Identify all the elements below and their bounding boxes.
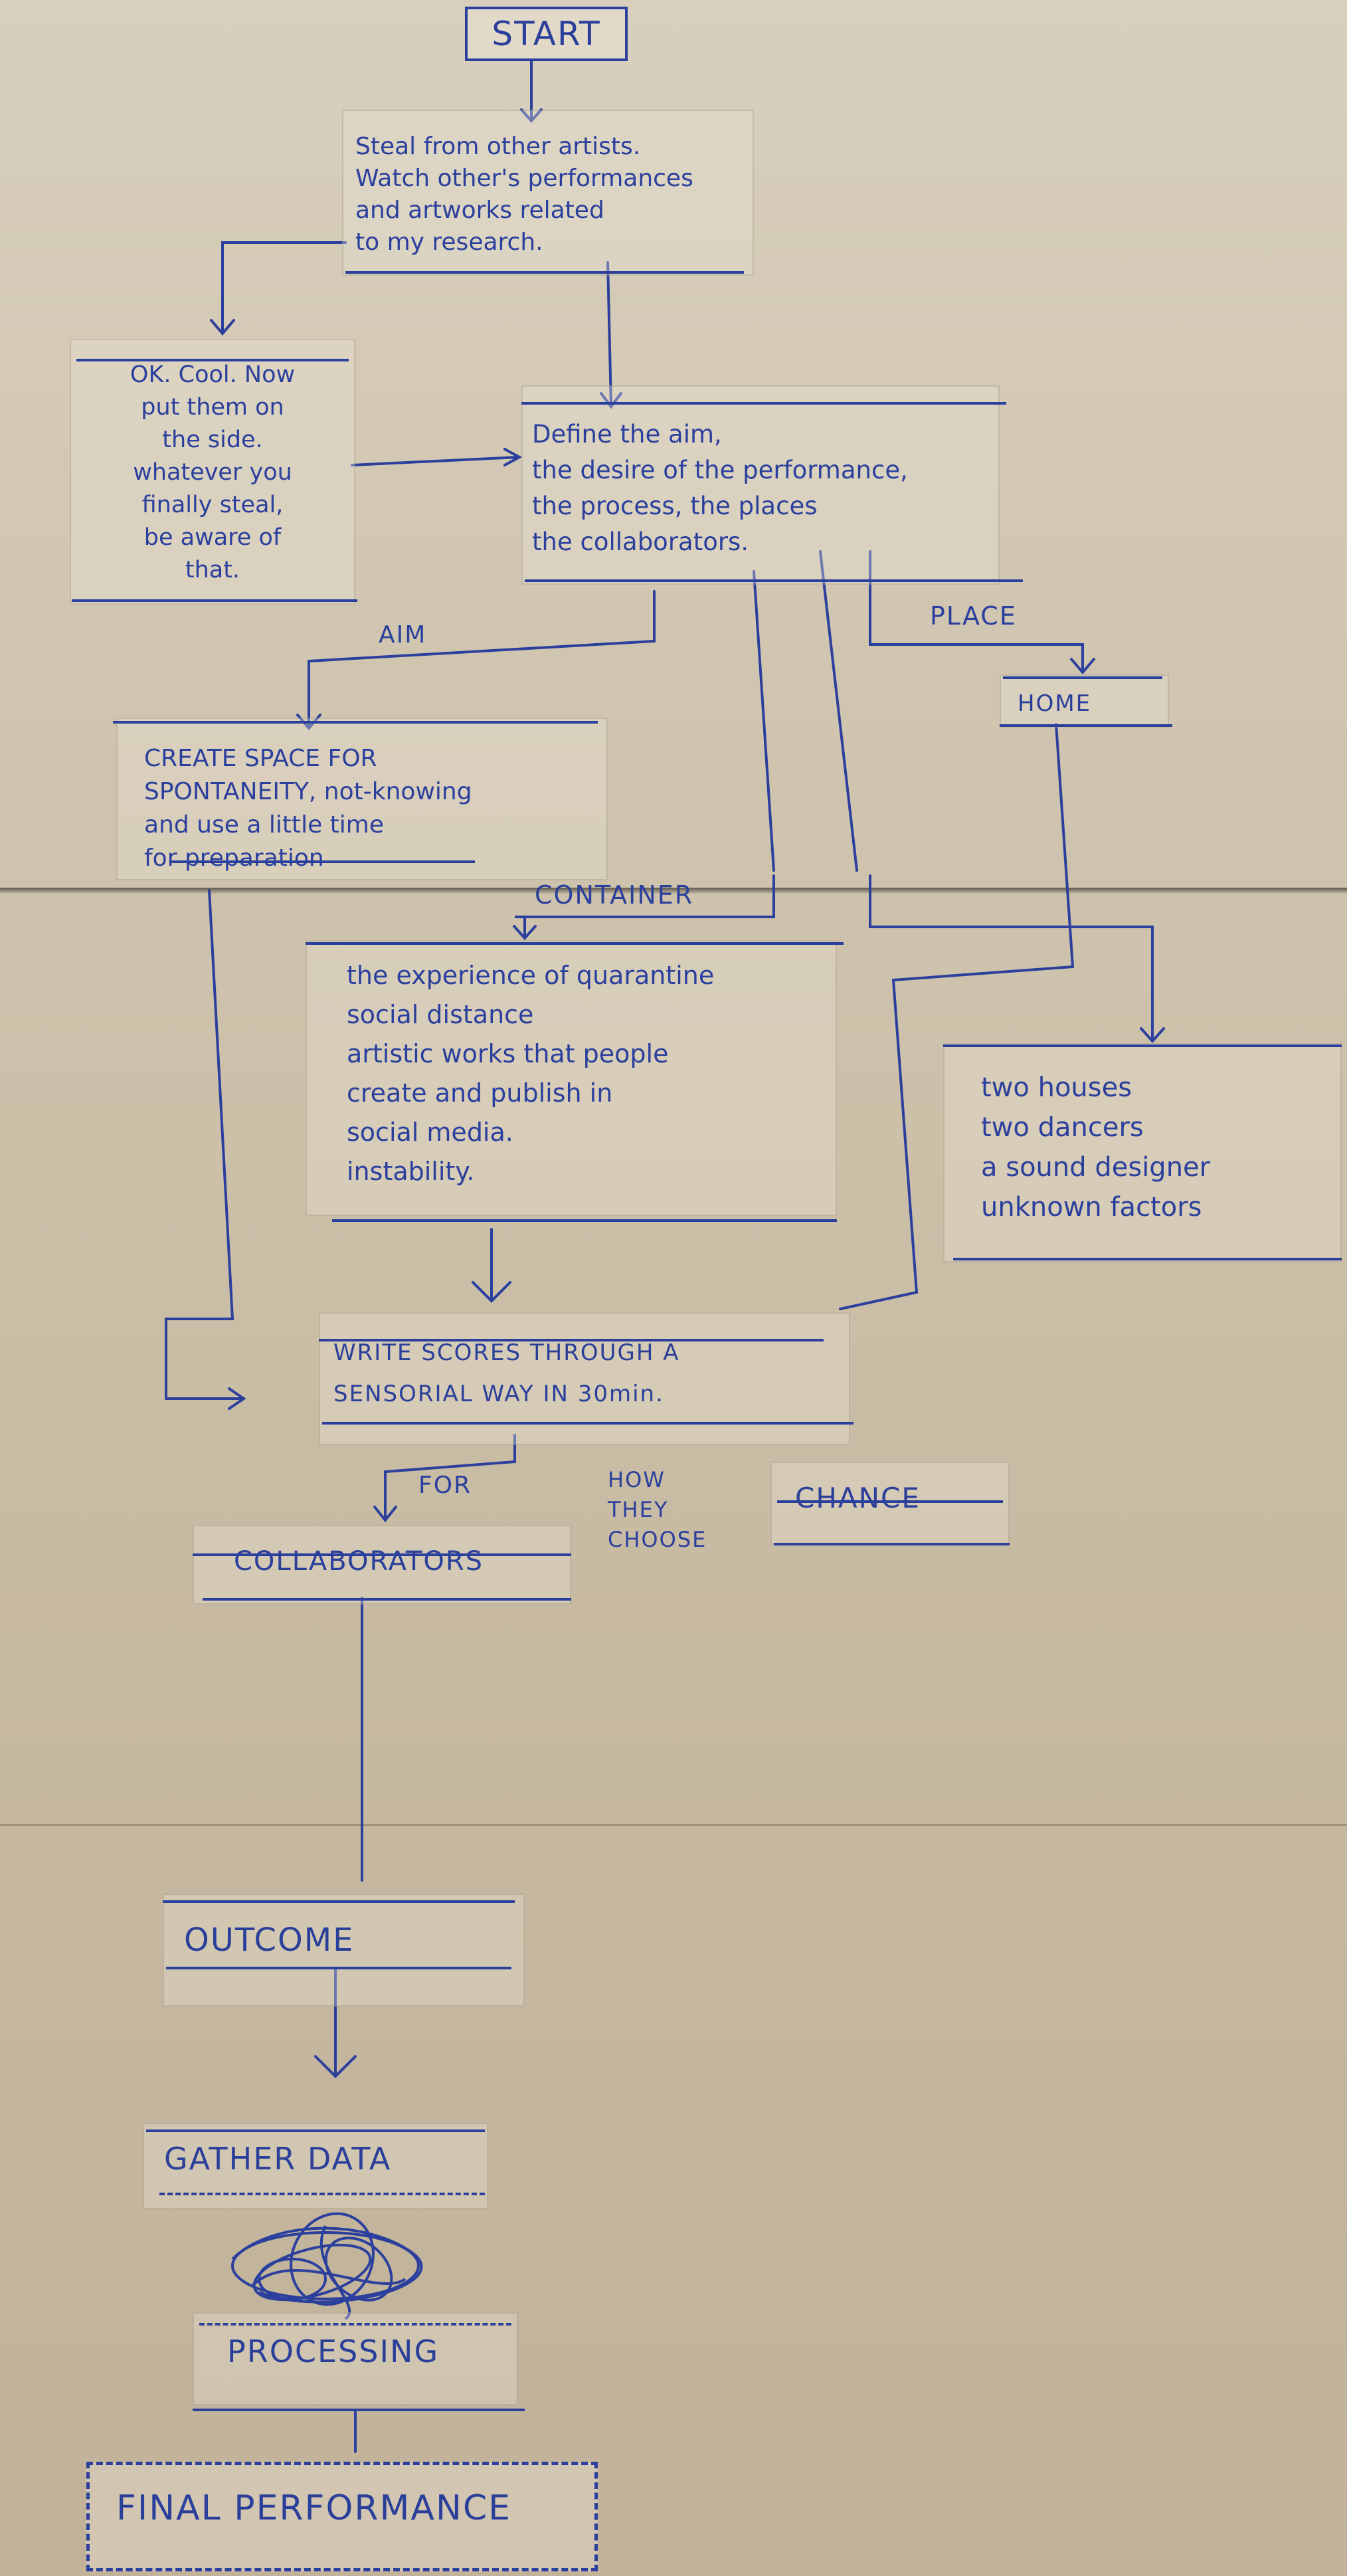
arrowhead-homebox bbox=[1140, 1027, 1165, 1043]
collaborators-top-line bbox=[193, 1553, 571, 1556]
home-details-box: two houses two dancers a sound designer … bbox=[943, 1043, 1342, 1262]
outcome-top-line bbox=[163, 1900, 515, 1903]
outcome-text: OUTCOME bbox=[184, 1922, 355, 1959]
arrowhead-home bbox=[1070, 658, 1095, 675]
line-define-down-1 bbox=[753, 570, 775, 872]
steal-box: Steal from other artists. Watch other's … bbox=[342, 110, 754, 276]
arrowhead-aim bbox=[296, 714, 321, 731]
aim-box-text: CREATE SPACE FOR SPONTANEITY, not-knowin… bbox=[144, 745, 472, 872]
arrow-aim-to-scores bbox=[165, 889, 244, 1400]
chance-bottom-line bbox=[774, 1543, 1010, 1545]
define-text: Define the aim, the desire of the perfor… bbox=[532, 420, 908, 556]
home-bottom-line bbox=[1000, 724, 1172, 727]
scribble-icon bbox=[231, 2212, 423, 2320]
outcome-bottom-line bbox=[166, 1967, 511, 1969]
home-box: HOME bbox=[1000, 674, 1169, 728]
arrow-define-to-aim bbox=[308, 590, 656, 729]
okcool-text: OK. Cool. Now put them on the side. what… bbox=[130, 361, 296, 583]
home-top-line bbox=[1003, 676, 1162, 679]
arrow-okcool-to-define bbox=[351, 456, 519, 466]
define-top-line bbox=[521, 402, 1006, 405]
final-performance-text: FINAL PERFORMANCE bbox=[116, 2488, 512, 2528]
outcome-box: OUTCOME bbox=[163, 1894, 525, 2007]
processing-top-line bbox=[199, 2323, 511, 2326]
container-bottom-line bbox=[332, 1219, 837, 1222]
processing-box: PROCESSING bbox=[193, 2312, 518, 2405]
line-home-to-scores bbox=[839, 965, 1074, 1310]
scores-box: WRITE SCORES THROUGH A SENSORIAL WAY IN … bbox=[319, 1312, 850, 1445]
scores-text: WRITE SCORES THROUGH A SENSORIAL WAY IN … bbox=[333, 1339, 680, 1407]
gather-box: GATHER DATA bbox=[143, 2123, 488, 2209]
scores-bottom-line bbox=[322, 1422, 853, 1425]
arrowhead-container bbox=[513, 925, 537, 941]
collaborators-text: COLLABORATORS bbox=[234, 1546, 484, 1577]
start-box: START bbox=[465, 7, 628, 61]
chance-box: CHANCE bbox=[770, 1462, 1010, 1545]
arrow-steal-to-okcool bbox=[221, 241, 347, 334]
gather-top-line bbox=[146, 2130, 485, 2132]
arrowhead-gather bbox=[314, 2055, 357, 2078]
home-text: HOME bbox=[1018, 690, 1092, 717]
collaborators-bottom-line bbox=[203, 1598, 571, 1601]
arrowhead-collab bbox=[373, 1506, 397, 1523]
container-label: CONTAINER bbox=[535, 880, 694, 910]
arrow-to-homebox bbox=[869, 874, 1154, 1041]
processing-bottom-line bbox=[193, 2409, 525, 2411]
line-define-down-2 bbox=[819, 550, 858, 872]
container-box-text: the experience of quarantine social dist… bbox=[347, 961, 715, 1186]
gather-bottom-line bbox=[159, 2193, 485, 2195]
aim-box-bottom-line bbox=[169, 860, 475, 863]
okcool-top-line bbox=[76, 359, 349, 361]
arrowhead-define-side bbox=[503, 448, 523, 466]
arrowhead-steal bbox=[520, 108, 543, 124]
chance-top-line bbox=[777, 1500, 1003, 1503]
steal-underline bbox=[345, 271, 744, 274]
line-home-down bbox=[1055, 723, 1074, 968]
container-box: the experience of quarantine social dist… bbox=[306, 940, 837, 1216]
for-label: FOR bbox=[418, 1472, 472, 1499]
paper-fold-line bbox=[0, 1824, 1347, 1826]
arrow-scores-to-collab bbox=[384, 1434, 516, 1520]
steal-text: Steal from other artists. Watch other's … bbox=[355, 133, 693, 256]
arrowhead-define bbox=[600, 392, 622, 409]
arrowhead-scores bbox=[472, 1281, 511, 1303]
final-performance-box: FINAL PERFORMANCE bbox=[86, 2462, 598, 2571]
arrow-define-to-home bbox=[869, 550, 1084, 672]
home-details-bottom-line bbox=[953, 1258, 1342, 1260]
container-label-underline bbox=[515, 916, 774, 918]
gather-text: GATHER DATA bbox=[164, 2141, 392, 2177]
aim-box: CREATE SPACE FOR SPONTANEITY, not-knowin… bbox=[116, 718, 608, 880]
define-box: Define the aim, the desire of the perfor… bbox=[521, 385, 1000, 585]
start-label: START bbox=[492, 15, 601, 53]
okcool-bottom-line bbox=[72, 599, 357, 602]
collaborators-box: COLLABORATORS bbox=[193, 1525, 571, 1605]
how-choose-label: HOW THEY CHOOSE bbox=[608, 1467, 707, 1552]
home-details-top-line bbox=[943, 1044, 1342, 1047]
arrow-steal-to-define bbox=[606, 261, 612, 407]
container-top-line bbox=[306, 942, 844, 945]
aim-label: AIM bbox=[379, 621, 427, 648]
scores-top-line bbox=[319, 1339, 824, 1341]
okcool-box: OK. Cool. Now put them on the side. what… bbox=[70, 339, 355, 605]
paper-fold-shadow bbox=[0, 888, 1347, 894]
aim-box-top-line bbox=[113, 721, 598, 724]
place-label: PLACE bbox=[930, 601, 1017, 631]
arrowhead-scores-left bbox=[228, 1387, 246, 1410]
processing-text: PROCESSING bbox=[227, 2333, 440, 2369]
define-bottom-line bbox=[525, 579, 1023, 582]
arrowhead-okcool bbox=[210, 319, 235, 336]
home-details-text: two houses two dancers a sound designer … bbox=[981, 1072, 1211, 1223]
chance-text: CHANCE bbox=[795, 1482, 921, 1514]
